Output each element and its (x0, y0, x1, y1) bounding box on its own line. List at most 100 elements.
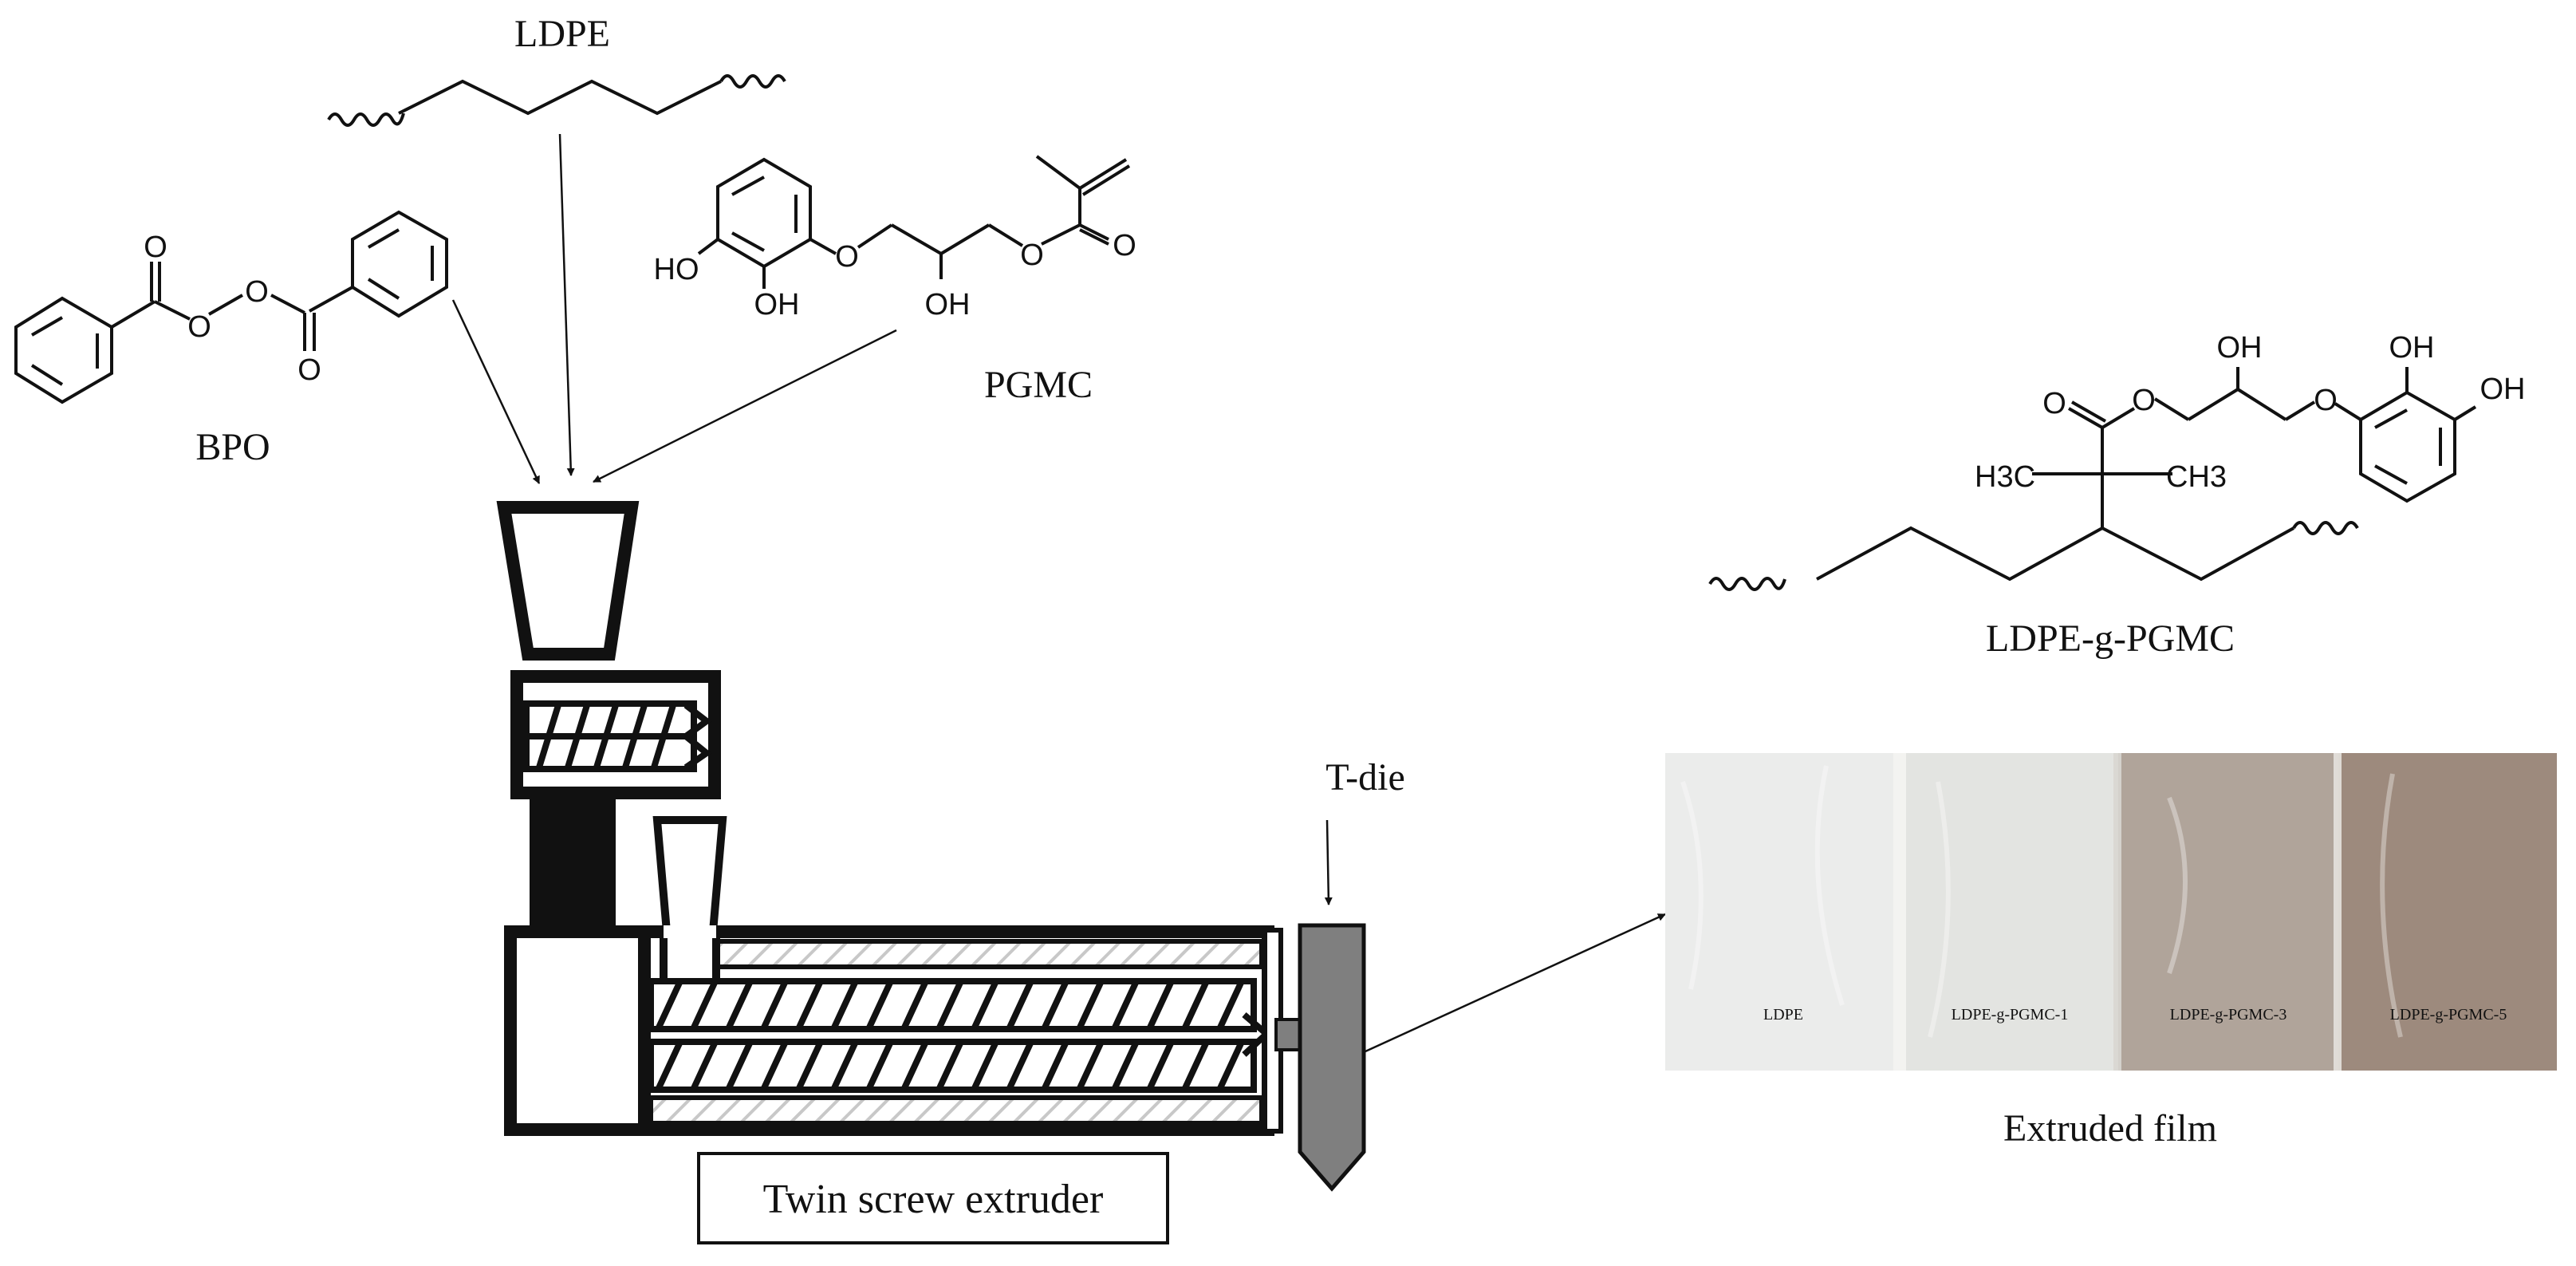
bpo-label: BPO (195, 426, 270, 468)
film-label-1: LDPE-g-PGMC-1 (1952, 1006, 2069, 1023)
bpo-carbonyl-o-1: O (144, 231, 167, 264)
film-divider-1 (1893, 753, 1906, 1071)
ldpe-chain-wavy-right (719, 74, 786, 89)
screw-flight (936, 981, 963, 1029)
film-sample-ldpe (1665, 753, 1900, 1071)
screw-flight (1006, 1042, 1034, 1090)
product-label: LDPE-g-PGMC (1986, 617, 2235, 660)
screw-flight (796, 981, 823, 1029)
screw-flight (1042, 981, 1069, 1029)
film-sample-pgmc-5 (2338, 753, 2557, 1071)
twin-screw-extruder (504, 816, 1283, 1136)
bpo-peroxide-o-2: O (245, 275, 269, 309)
product-ester-o: O (2132, 384, 2156, 417)
screw-flight (1112, 981, 1139, 1029)
film-caption: Extruded film (2003, 1107, 2217, 1150)
film-sample-pgmc-1 (1900, 753, 2118, 1071)
motor-block (504, 925, 651, 1136)
barrel-lower-hatch (648, 1095, 1264, 1126)
ldpe-chain-wavy-left (327, 112, 405, 127)
ldpe-chain-backbone (398, 79, 722, 116)
product-carbonyl-o: O (2042, 387, 2066, 420)
film-photo: LDPE LDPE-g-PGMC-1 LDPE-g-PGMC-3 LDPE-g-… (1665, 753, 2557, 1071)
main-hopper (652, 816, 727, 936)
bpo-feed-arrow (451, 299, 541, 484)
barrel-upper-hatch (712, 939, 1264, 969)
film-sample-pgmc-3 (2118, 753, 2338, 1071)
product-oh-label-1: OH (2217, 331, 2263, 365)
bpo-carbonyl-o-2: O (297, 353, 321, 387)
feeder-hopper (496, 501, 640, 661)
screw-flight (866, 1042, 893, 1090)
pgmc-ether-o: O (835, 240, 859, 274)
screw-flight (761, 1042, 788, 1090)
screw-flight (796, 1042, 823, 1090)
pgmc-feed-arrow (593, 329, 897, 483)
screw-flight (1042, 1042, 1069, 1090)
screw-flight (726, 981, 753, 1029)
screw-flight (901, 981, 928, 1029)
bpo-peroxide-o-1: O (187, 310, 211, 344)
screw-flight (656, 981, 683, 1029)
screw-flight (1182, 981, 1209, 1029)
film-sheen (1680, 765, 2403, 1038)
t-die-body (1298, 923, 1366, 1192)
pgmc-oh-label-2: OH (925, 288, 971, 321)
screw-flight (1182, 1042, 1209, 1090)
screw-flight (1147, 1042, 1174, 1090)
feeder-column (530, 798, 616, 933)
screw-flight (1147, 981, 1174, 1029)
ldpe-feed-arrow (558, 133, 575, 476)
product-structure (1708, 367, 2477, 591)
t-die-arrow (1324, 819, 1333, 905)
screw-flight (1217, 981, 1244, 1029)
product-ether-o: O (2314, 384, 2338, 417)
film-output-arrow (1365, 913, 1666, 1053)
extruder-label: Twin screw extruder (763, 1177, 1104, 1222)
screw-flight (691, 1042, 718, 1090)
screw-flight (831, 981, 858, 1029)
product-h3c-label: H3C (1975, 460, 2035, 494)
screw-flight (1077, 981, 1104, 1029)
film-divider-3 (2334, 753, 2342, 1071)
t-die (1274, 923, 1366, 1192)
screw-flight (831, 1042, 858, 1090)
hopper-gap (664, 925, 716, 946)
screw-flight (866, 981, 893, 1029)
screw-flights (656, 981, 1244, 1090)
extruder-caption-box (697, 1152, 1169, 1244)
screw-flight (901, 1042, 928, 1090)
pgmc-ho-label: HO (654, 253, 699, 286)
product-oh-label-2: OH (2389, 331, 2435, 365)
screw-flight (691, 981, 718, 1029)
film-divider-2 (2113, 753, 2121, 1071)
screw-flight (1217, 1042, 1244, 1090)
screw-flight (1112, 1042, 1139, 1090)
film-label-2: LDPE-g-PGMC-3 (2170, 1006, 2287, 1023)
feed-arrows (451, 133, 897, 484)
t-die-label: T-die (1325, 756, 1405, 799)
bpo-benzene-right (351, 210, 448, 318)
screw-flight (971, 981, 998, 1029)
screw-flight (1077, 1042, 1104, 1090)
screw-flight (1006, 981, 1034, 1029)
product-ch3-label: CH3 (2166, 460, 2227, 494)
screw-flight (761, 981, 788, 1029)
pgmc-carbonyl-o: O (1113, 229, 1136, 262)
screw-flight (726, 1042, 753, 1090)
screw-flight (656, 1042, 683, 1090)
pgmc-structure (697, 155, 1131, 289)
product-oh-label-3: OH (2480, 373, 2526, 406)
pgmc-oh-label-1: OH (754, 288, 800, 321)
screw-flight (971, 1042, 998, 1090)
film-label-3: LDPE-g-PGMC-5 (2390, 1006, 2507, 1023)
ldpe-structure (327, 74, 786, 127)
bpo-structure (14, 210, 448, 404)
ldpe-label: LDPE (514, 13, 610, 55)
screw-flight (936, 1042, 963, 1090)
product-chain-wavy-right (2292, 521, 2359, 535)
product-chain-backbone (1816, 526, 2294, 582)
pgmc-label: PGMC (984, 364, 1093, 406)
